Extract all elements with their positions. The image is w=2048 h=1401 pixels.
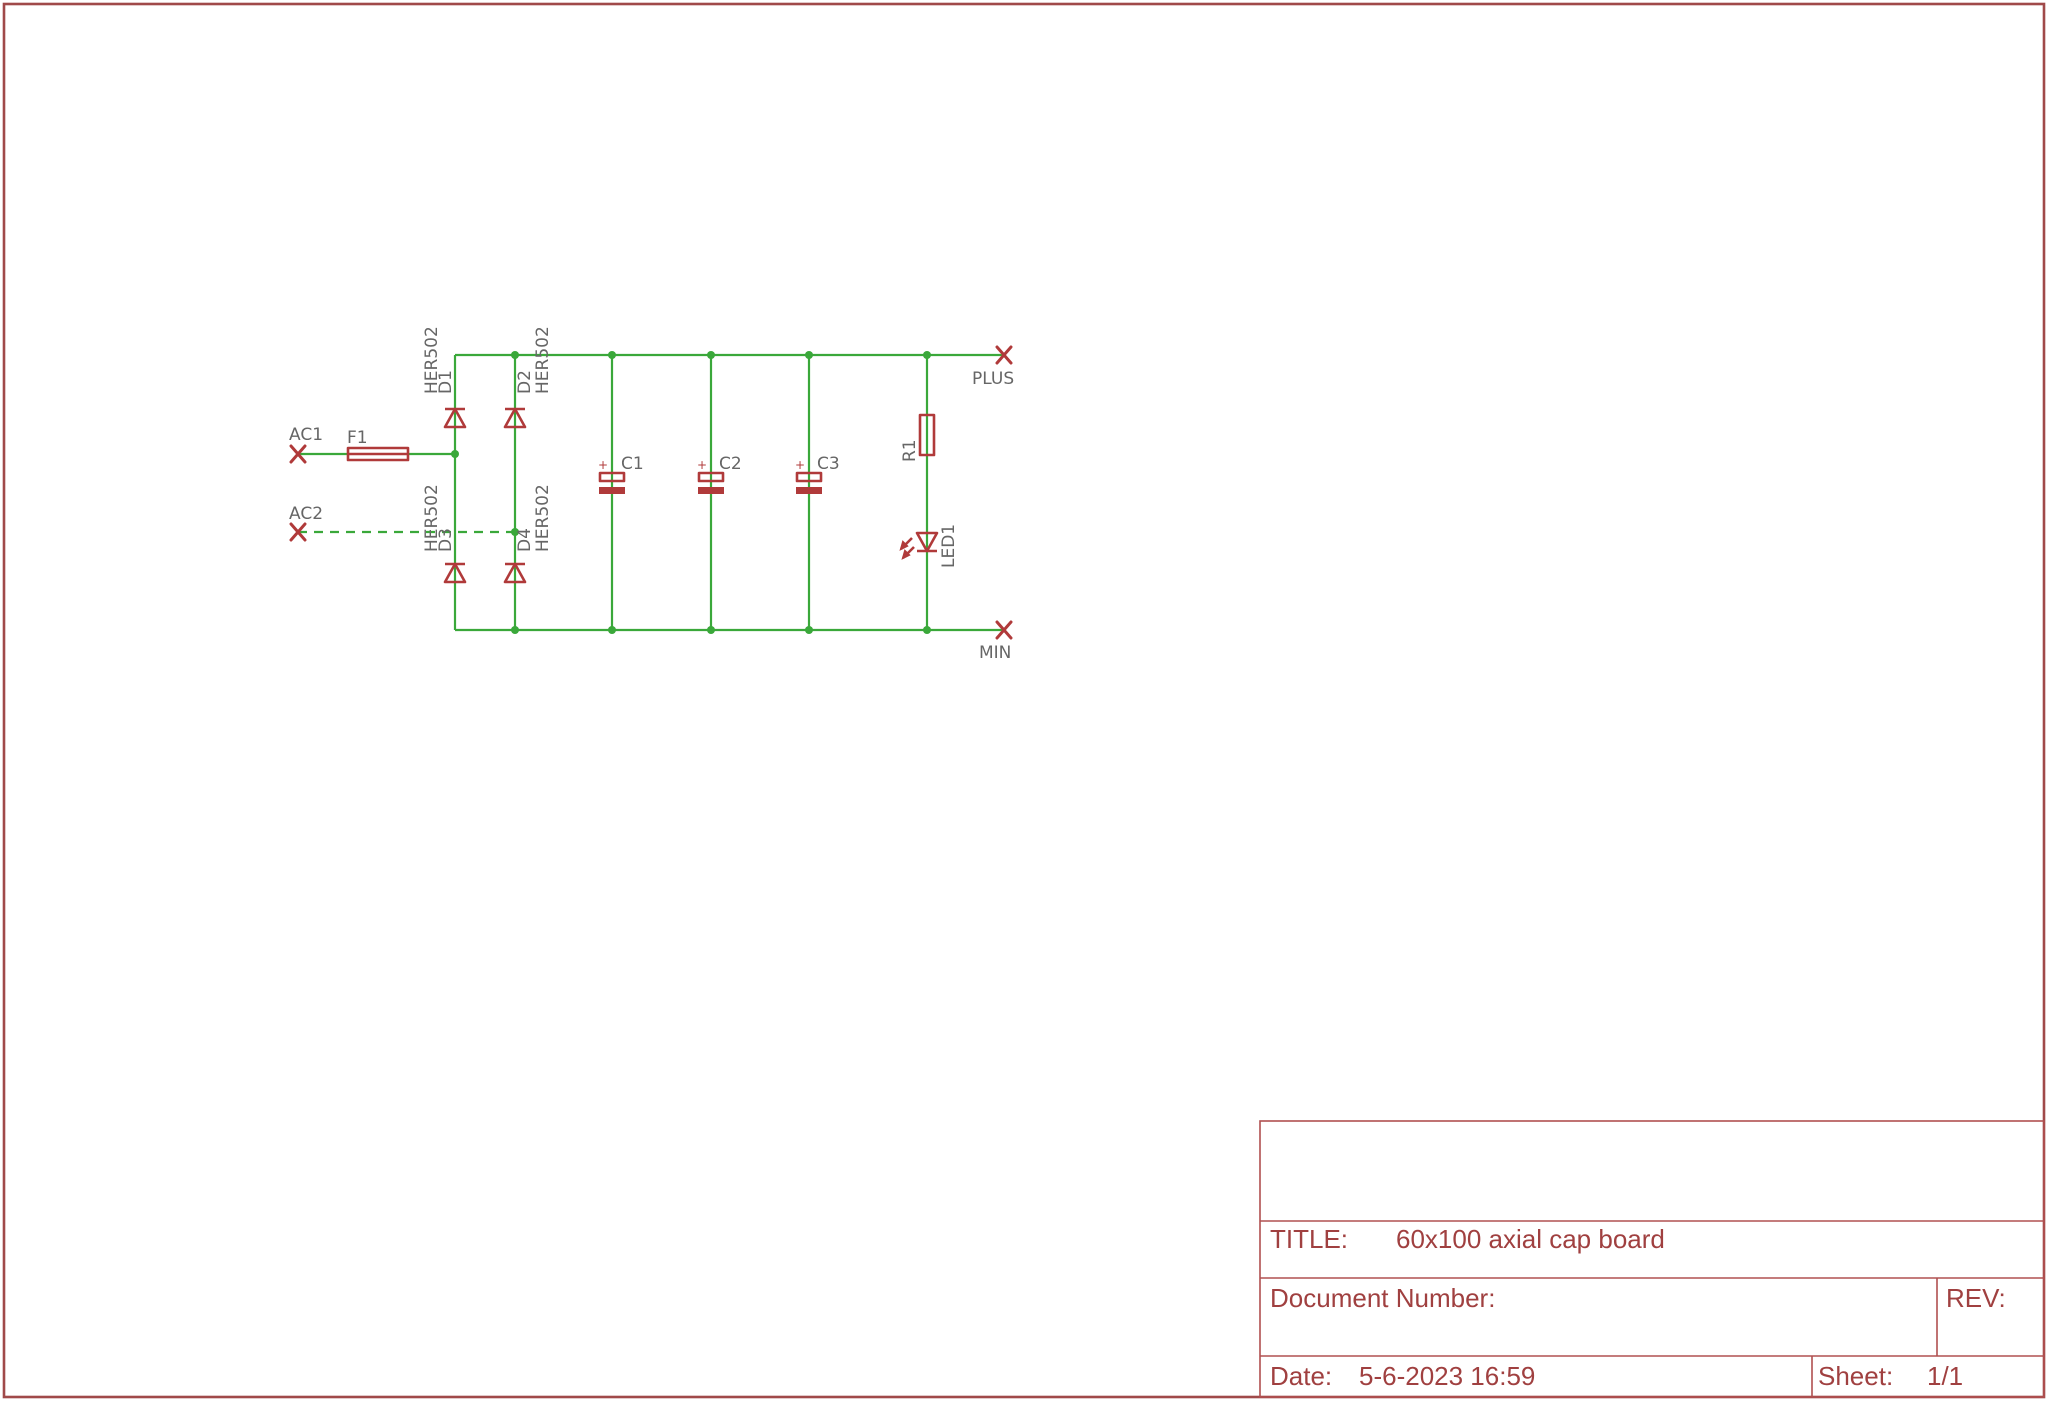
resistor-r1[interactable]: R1	[900, 413, 936, 462]
capacitor-c2[interactable]: + C2	[697, 454, 742, 494]
resistor-r1-label: R1	[900, 439, 920, 462]
date-value: 5-6-2023 16:59	[1359, 1361, 1535, 1391]
diode-d4-name: D4	[515, 528, 535, 552]
connector-min-label: MIN	[979, 643, 1011, 663]
connector-ac2-label: AC2	[289, 504, 323, 524]
connector-plus-label: PLUS	[972, 369, 1014, 389]
connector-ac2[interactable]: AC2	[289, 504, 323, 542]
rev-label: REV:	[1946, 1283, 2006, 1313]
wires	[298, 353, 1003, 632]
capacitor-c1[interactable]: + C1	[598, 454, 644, 494]
connector-min[interactable]: MIN	[979, 620, 1013, 663]
diode-d4[interactable]: D4 HER502	[503, 484, 553, 584]
diode-d2-value: HER502	[533, 326, 553, 394]
diode-d2-name: D2	[515, 370, 535, 394]
date-label: Date:	[1270, 1361, 1332, 1391]
diode-d3-name: D3	[436, 528, 456, 552]
title-block: TITLE: 60x100 axial cap board Document N…	[1259, 1120, 2045, 1398]
led-led1-label: LED1	[939, 524, 959, 568]
capacitor-c3-label: C3	[817, 454, 840, 474]
capacitor-c1-plus: +	[598, 458, 608, 472]
capacitor-c2-label: C2	[719, 454, 742, 474]
diode-d2[interactable]: D2 HER502	[503, 326, 553, 429]
title-value: 60x100 axial cap board	[1396, 1224, 1665, 1254]
diode-d1-name: D1	[436, 370, 456, 394]
sheet-label: Sheet:	[1818, 1361, 1893, 1391]
connector-plus[interactable]: PLUS	[972, 345, 1014, 389]
fuse-f1[interactable]: F1	[346, 428, 410, 462]
capacitor-c3[interactable]: + C3	[795, 454, 840, 494]
diode-d4-value: HER502	[533, 484, 553, 552]
document-number-label: Document Number:	[1270, 1283, 1495, 1313]
capacitor-c1-label: C1	[621, 454, 644, 474]
connector-ac1-label: AC1	[289, 425, 323, 445]
sheet-value: 1/1	[1927, 1361, 1963, 1391]
connector-ac1[interactable]: AC1	[289, 425, 323, 464]
diode-d3-value: HER502	[422, 484, 442, 552]
diode-d3[interactable]: HER502 D3	[422, 484, 467, 584]
fuse-f1-label: F1	[347, 428, 368, 448]
diode-d1-value: HER502	[422, 326, 442, 394]
junctions	[451, 351, 931, 634]
capacitor-c2-plus: +	[697, 458, 707, 472]
capacitor-c3-plus: +	[795, 458, 805, 472]
diode-d1[interactable]: HER502 D1	[422, 326, 467, 429]
led-led1[interactable]: LED1	[899, 524, 959, 568]
title-label: TITLE:	[1270, 1224, 1348, 1254]
